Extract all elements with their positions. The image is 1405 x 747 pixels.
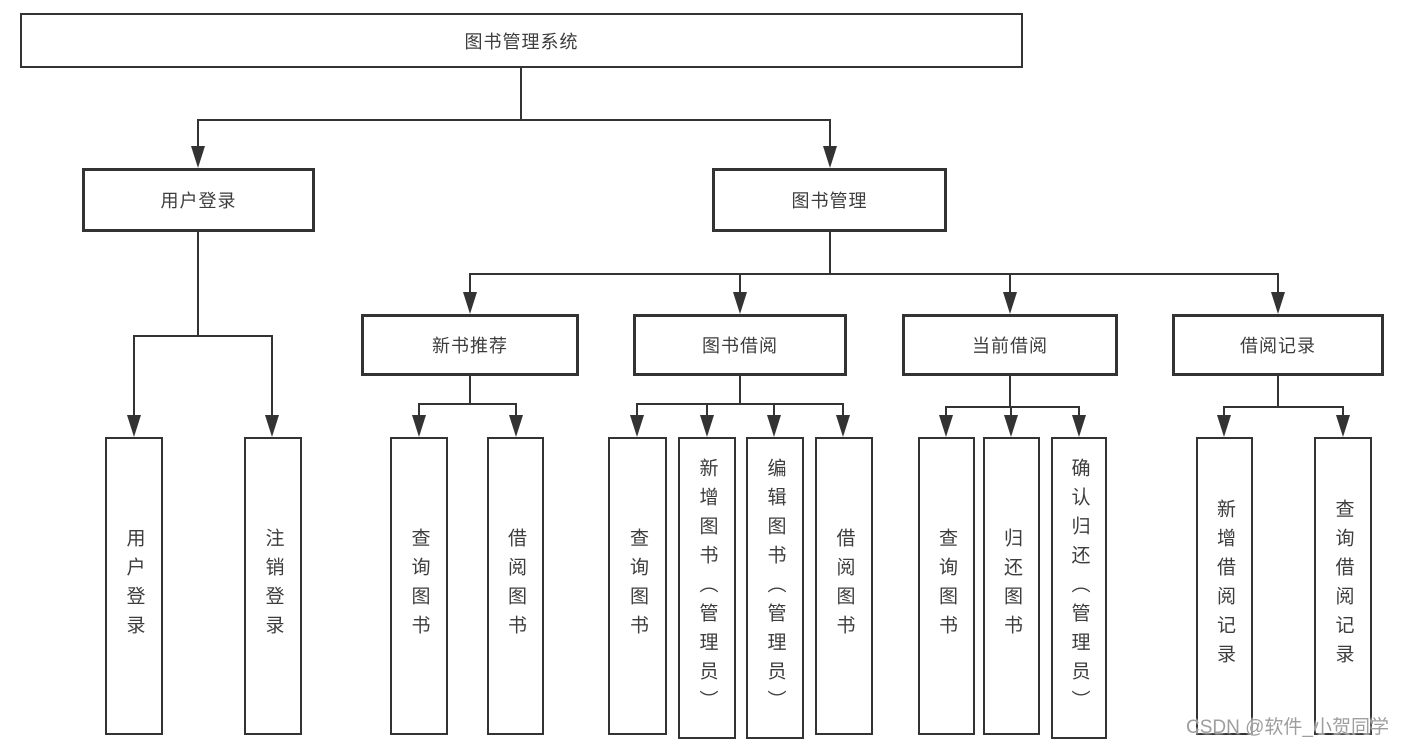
node-current-borrow-label: 当前借阅 <box>972 336 1048 356</box>
arrowhead-down-icon <box>1072 415 1086 437</box>
connector-vline <box>469 376 471 404</box>
arrowhead-down-icon <box>412 415 426 437</box>
leaf-query-books-2: 查询图书 <box>608 437 667 735</box>
node-root-label: 图书管理系统 <box>464 31 579 52</box>
connector-vline <box>945 407 947 416</box>
leaf-logout-label: 注销登录 <box>262 528 284 644</box>
arrowhead-down-icon <box>630 415 644 437</box>
node-new-book-recommend: 新书推荐 <box>361 314 579 376</box>
node-book-management: 图书管理 <box>712 168 947 232</box>
leaf-query-books-1: 查询图书 <box>390 437 448 735</box>
node-root: 图书管理系统 <box>20 13 1023 68</box>
leaf-user-login: 用户登录 <box>105 437 163 735</box>
leaf-return-books: 归还图书 <box>983 437 1040 735</box>
connector-vline <box>1223 407 1225 416</box>
leaf-query-books-3: 查询图书 <box>918 437 975 735</box>
leaf-user-login-label: 用户登录 <box>123 528 145 644</box>
leaf-add-book-admin-label: 新增图书（管理员） <box>696 457 718 719</box>
connector-vline <box>469 274 471 294</box>
node-new-book-recommend-label: 新书推荐 <box>432 336 508 356</box>
leaf-query-books-3-label: 查询图书 <box>936 528 957 644</box>
leaf-add-book-admin: 新增图书（管理员） <box>678 437 736 739</box>
arrowhead-down-icon <box>1336 415 1350 437</box>
node-user-login: 用户登录 <box>82 168 315 232</box>
connector-vline <box>1277 274 1279 294</box>
leaf-query-books-2-label: 查询图书 <box>627 528 648 644</box>
arrowhead-down-icon <box>191 146 205 168</box>
leaf-confirm-return-admin-label: 确认归还（管理员） <box>1068 457 1090 719</box>
leaf-borrow-books-1: 借阅图书 <box>487 437 544 735</box>
node-book-management-label: 图书管理 <box>791 191 868 211</box>
leaf-add-borrow-record-label: 新增借阅记录 <box>1214 499 1235 673</box>
connector-vline <box>739 376 741 404</box>
node-borrow-records: 借阅记录 <box>1172 314 1384 376</box>
connector-vline <box>1009 376 1011 407</box>
connector-hline <box>1223 406 1344 408</box>
connector-hline <box>945 406 1080 408</box>
connector-hline <box>636 403 844 405</box>
node-current-borrow: 当前借阅 <box>902 314 1118 376</box>
arrowhead-down-icon <box>1004 415 1018 437</box>
arrowhead-down-icon <box>939 415 953 437</box>
arrowhead-down-icon <box>836 415 850 437</box>
connector-vline <box>829 120 831 148</box>
leaf-borrow-books-1-label: 借阅图书 <box>505 528 526 644</box>
arrowhead-down-icon <box>509 415 523 437</box>
node-borrow-records-label: 借阅记录 <box>1240 336 1316 356</box>
connector-vline <box>197 120 199 148</box>
arrowhead-down-icon <box>1003 292 1017 314</box>
connector-vline <box>1342 407 1344 416</box>
arrowhead-down-icon <box>700 415 714 437</box>
connector-vline <box>418 404 420 416</box>
arrowhead-down-icon <box>767 415 781 437</box>
connector-vline <box>1010 407 1012 416</box>
leaf-logout: 注销登录 <box>244 437 302 735</box>
connector-hline <box>133 335 273 337</box>
connector-vline <box>271 336 273 416</box>
arrowhead-down-icon <box>127 415 141 437</box>
leaf-return-books-label: 归还图书 <box>1001 528 1022 644</box>
connector-vline <box>133 336 135 416</box>
connector-hline <box>469 273 1279 275</box>
leaf-query-books-1-label: 查询图书 <box>408 528 430 644</box>
connector-vline <box>1277 376 1279 407</box>
connector-vline <box>636 404 638 416</box>
connector-vline <box>829 232 831 274</box>
arrowhead-down-icon <box>1217 415 1231 437</box>
leaf-borrow-books-2-label: 借阅图书 <box>833 528 855 644</box>
leaf-edit-book-admin-label: 编辑图书（管理员） <box>764 457 786 719</box>
connector-vline <box>842 404 844 416</box>
arrowhead-down-icon <box>463 292 477 314</box>
connector-vline <box>1009 274 1011 294</box>
leaf-edit-book-admin: 编辑图书（管理员） <box>746 437 804 739</box>
connector-vline <box>773 404 775 416</box>
arrowhead-down-icon <box>823 146 837 168</box>
connector-hline <box>197 119 831 121</box>
leaf-add-borrow-record: 新增借阅记录 <box>1196 437 1253 735</box>
connector-vline <box>520 68 522 120</box>
node-user-login-label: 用户登录 <box>160 191 237 211</box>
connector-vline <box>197 232 199 336</box>
connector-vline <box>739 274 741 294</box>
node-book-borrow-label: 图书借阅 <box>702 336 778 356</box>
arrowhead-down-icon <box>1271 292 1285 314</box>
csdn-watermark: CSDN @软件_小贺同学 <box>1186 717 1389 738</box>
connector-vline <box>515 404 517 416</box>
leaf-borrow-books-2: 借阅图书 <box>815 437 873 735</box>
arrowhead-down-icon <box>265 415 279 437</box>
connector-vline <box>706 404 708 416</box>
connector-hline <box>418 403 517 405</box>
node-book-borrow: 图书借阅 <box>633 314 847 376</box>
arrowhead-down-icon <box>733 292 747 314</box>
leaf-confirm-return-admin: 确认归还（管理员） <box>1051 437 1107 739</box>
leaf-query-borrow-record: 查询借阅记录 <box>1314 437 1372 735</box>
connector-vline <box>1078 407 1080 416</box>
leaf-query-borrow-record-label: 查询借阅记录 <box>1332 499 1354 673</box>
